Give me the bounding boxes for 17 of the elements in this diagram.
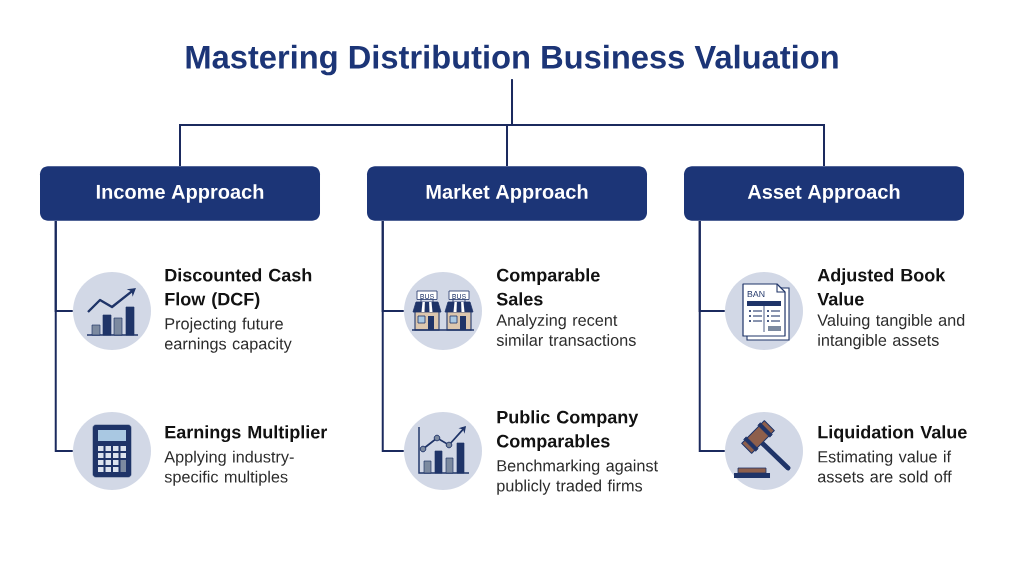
category-box: Market Approach xyxy=(367,166,647,221)
category-box: Income Approach xyxy=(40,166,320,221)
item-heading: Earnings Multiplier xyxy=(165,425,328,443)
document-text: BAN xyxy=(747,290,765,298)
item-heading: Adjusted Book Value xyxy=(817,268,946,306)
item-heading: Discounted Cash Flow (DCF) xyxy=(165,268,312,310)
item-heading: Public Company Comparables xyxy=(497,410,639,452)
item-description: Valuing tangible and intangible assets xyxy=(817,314,965,350)
item-description: Benchmarking against publicly traded firms xyxy=(497,459,658,495)
item-heading: Comparable Sales xyxy=(496,268,600,306)
category-box: Asset Approach xyxy=(684,166,964,221)
item-description: Analyzing recent similar transactions xyxy=(496,314,636,346)
title: Mastering Distribution Business Valuation xyxy=(186,44,838,76)
item-description: Estimating value if assets are sold off xyxy=(817,450,952,483)
item-description: Applying industry-specific multiples xyxy=(164,450,294,486)
item-description: Projecting future earnings capacity xyxy=(164,317,292,353)
item-heading: Liquidation Value xyxy=(818,425,967,443)
